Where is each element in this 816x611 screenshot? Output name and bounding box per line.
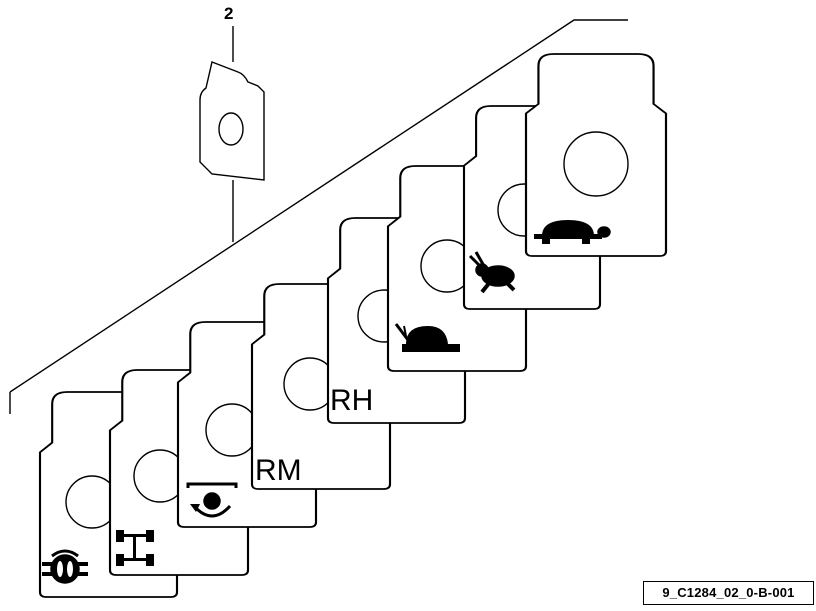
callout-2: 2 [224,4,234,23]
decal-card [524,52,668,258]
pto-engage-icon [186,482,238,518]
differential-lock-icon [42,549,88,584]
decal-card [108,368,250,577]
figure-id-label: 9_C1284_02_0-B-001 [643,581,814,605]
decal-card [38,390,179,599]
four-wheel-drive-icon [116,530,154,566]
snail-slow-icon [394,323,460,352]
single-decal-shape [199,61,265,181]
sheet-outline [9,19,628,414]
decal-text: RM [255,454,302,487]
single-decal-hole [218,112,244,146]
decal-card [386,164,528,373]
decal-card: RM [250,282,392,491]
decal-hole [563,131,629,197]
rabbit-fast-icon [468,251,516,294]
decal-text: RH [330,384,373,417]
decal-card [176,320,318,529]
turtle-slow-icon [534,220,611,244]
decal-hole [205,403,259,457]
